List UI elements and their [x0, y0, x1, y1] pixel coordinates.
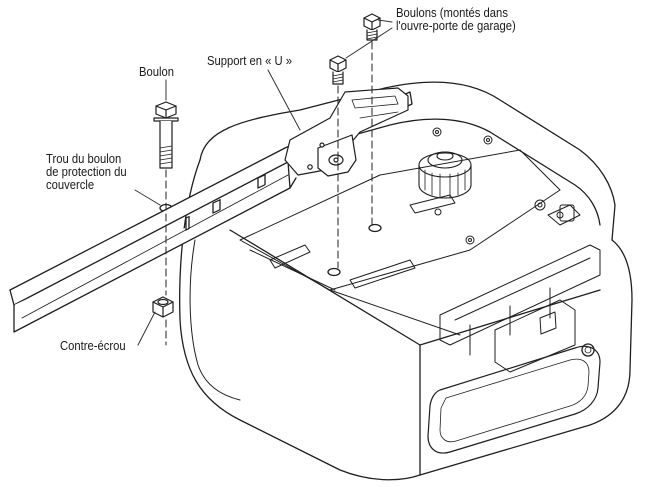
- mounting-holes: [159, 203, 382, 277]
- top-bolt-1: [363, 13, 381, 41]
- alignment-lines: [165, 41, 373, 346]
- label-lock-nut: Contre-écrou: [60, 339, 126, 353]
- u-bracket: [284, 87, 409, 177]
- label-u-bracket: Support en « U »: [207, 54, 293, 68]
- deck-plate: [239, 127, 601, 373]
- top-bolt-2: [329, 55, 347, 85]
- lock-nut: [152, 296, 174, 318]
- label-bolts-opener: Boulons (montés dans l'ouvre-porte de ga…: [396, 6, 516, 33]
- label-cover-hole: Trou du boulon de protection du couvercl…: [46, 152, 127, 192]
- label-bolt: Boulon: [139, 65, 175, 79]
- opener-body: [179, 81, 633, 481]
- sprocket: [418, 151, 472, 199]
- leader-lines: [134, 19, 393, 346]
- bolt-left: [153, 101, 179, 169]
